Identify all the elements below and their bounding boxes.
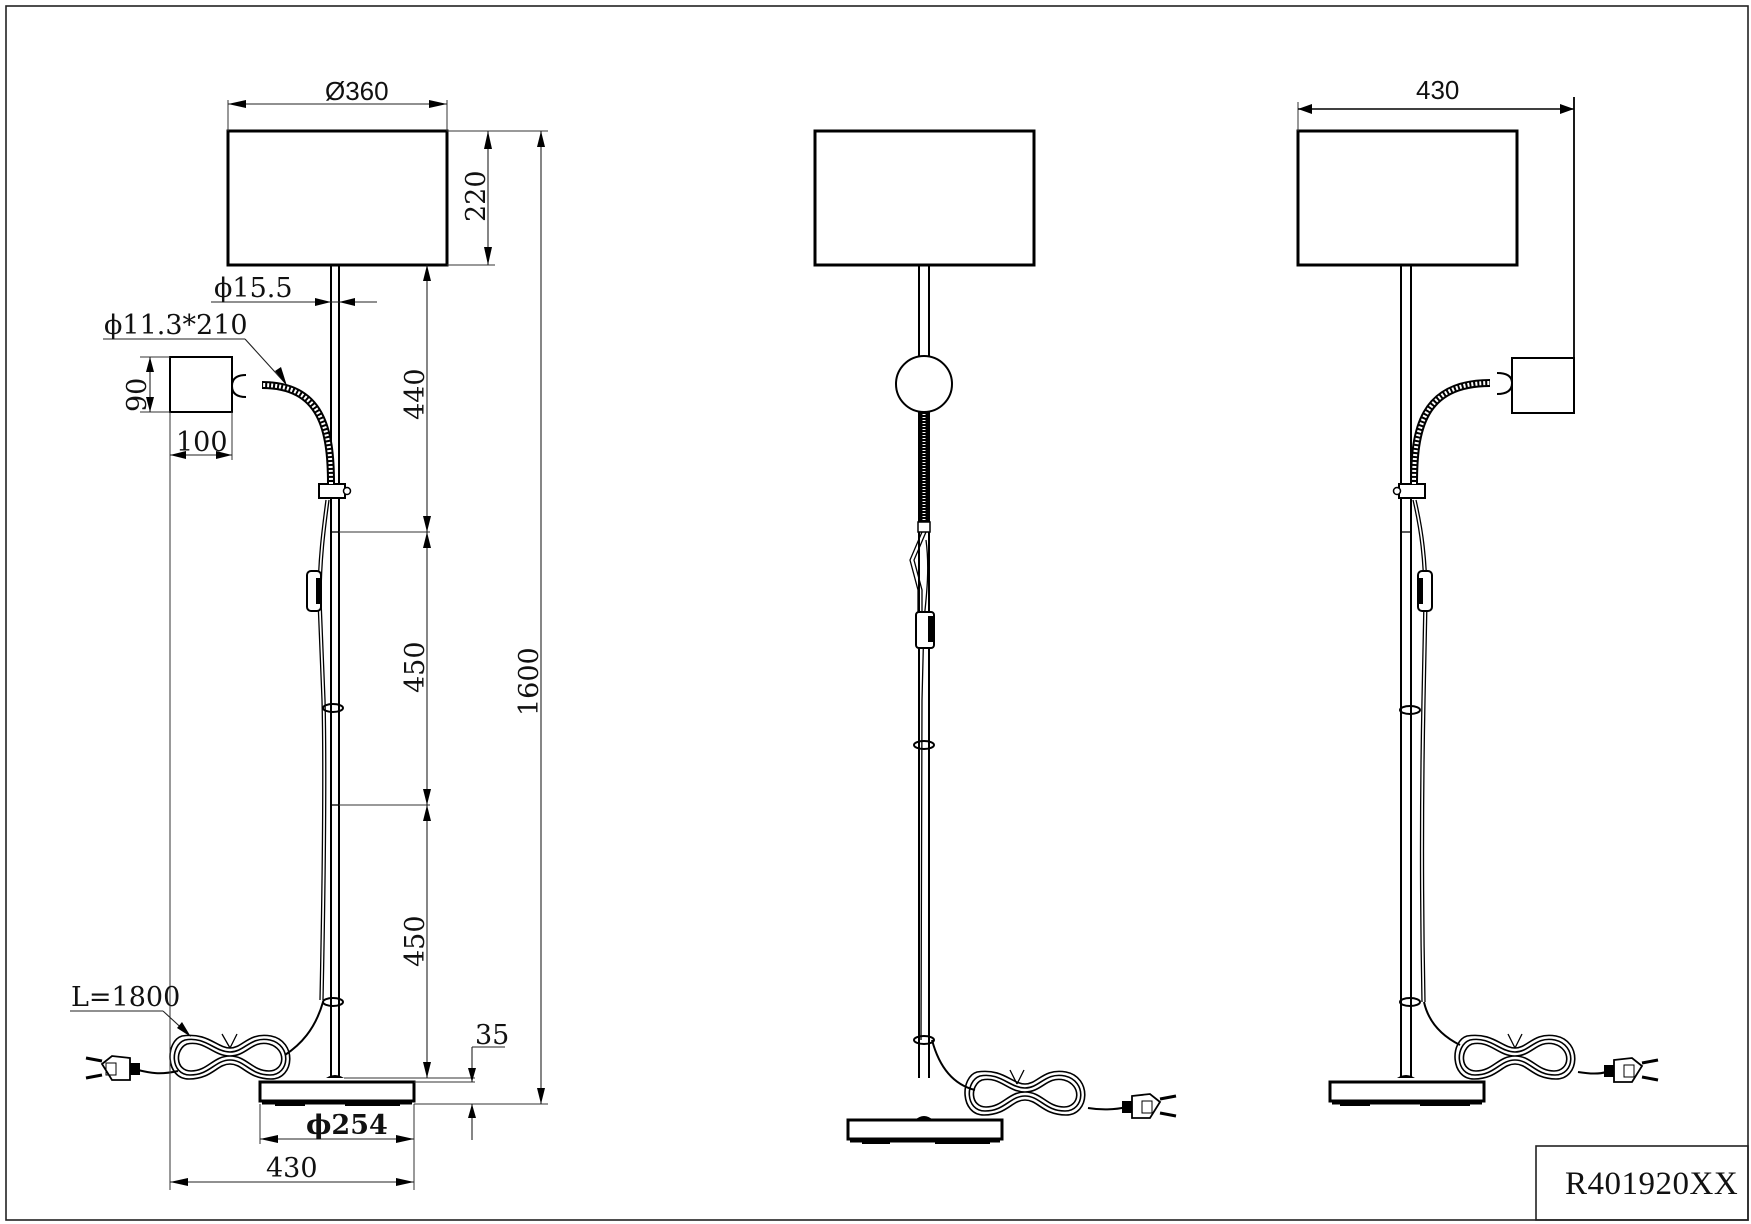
power-plug: [1122, 1093, 1177, 1119]
svg-text:450: 450: [400, 915, 431, 967]
svg-text:ϕ254: ϕ254: [306, 1110, 388, 1141]
svg-text:220: 220: [461, 170, 492, 222]
sheet-border: [5, 5, 1749, 1221]
dim-total-height: 1600: [414, 130, 548, 1105]
coiled-cable: [1454, 1033, 1576, 1080]
svg-text:100: 100: [176, 427, 228, 458]
dim-cable-length: L=1800: [70, 982, 191, 1037]
lamp-shade: [813, 129, 1036, 267]
svg-text:ϕ11.3*210: ϕ11.3*210: [104, 310, 248, 341]
dim-pole-diameter: ϕ15.5: [211, 273, 377, 306]
coiled-cable: [964, 1069, 1086, 1116]
power-plug: [1604, 1057, 1659, 1083]
side-view: [813, 129, 1177, 1144]
svg-text:430: 430: [266, 1153, 318, 1184]
svg-text:Ø360: Ø360: [325, 76, 389, 106]
gooseneck-arm: [261, 381, 335, 485]
dim-segments: 440 450 450: [339, 265, 475, 1079]
svg-text:90: 90: [122, 378, 153, 412]
svg-text:430: 430: [1416, 75, 1459, 105]
lamp-shade: [1296, 129, 1519, 267]
dim-base-thickness: 35: [414, 1020, 509, 1140]
power-plug: [85, 1055, 140, 1081]
dim-overall-width: 430: [1297, 75, 1575, 358]
svg-text:35: 35: [475, 1020, 509, 1051]
dim-reading-head-width: 100: [169, 412, 233, 460]
svg-text:440: 440: [400, 368, 431, 420]
svg-text:ϕ15.5: ϕ15.5: [214, 273, 293, 304]
coiled-cable: [169, 1033, 291, 1080]
svg-text:450: 450: [400, 641, 431, 693]
svg-text:L=1800: L=1800: [71, 982, 180, 1013]
back-view: 430: [1296, 75, 1659, 1106]
svg-text:1600: 1600: [514, 647, 545, 716]
gooseneck-arm: [1410, 379, 1491, 485]
reading-head: [1511, 357, 1575, 414]
reading-head: [895, 355, 953, 413]
dim-reading-head-height: 90: [122, 356, 170, 413]
front-view: Ø360 220 ϕ15.5 ϕ11.3*210: [70, 76, 548, 1190]
dim-overall-width: 430: [169, 460, 414, 1190]
dim-gooseneck: ϕ11.3*210: [103, 310, 287, 386]
part-number: R401920XX: [1565, 1166, 1738, 1202]
lamp-shade: [226, 129, 449, 267]
title-block: R401920XX: [1535, 1145, 1749, 1221]
lamp-base: [846, 1118, 1004, 1141]
dim-shade-diameter: Ø360: [227, 76, 448, 131]
dim-base-diameter: ϕ254: [259, 1104, 415, 1190]
lamp-base: [258, 1080, 416, 1103]
reading-head: [169, 356, 233, 413]
lamp-base: [1328, 1080, 1486, 1103]
dim-shade-height: 220: [447, 130, 495, 266]
